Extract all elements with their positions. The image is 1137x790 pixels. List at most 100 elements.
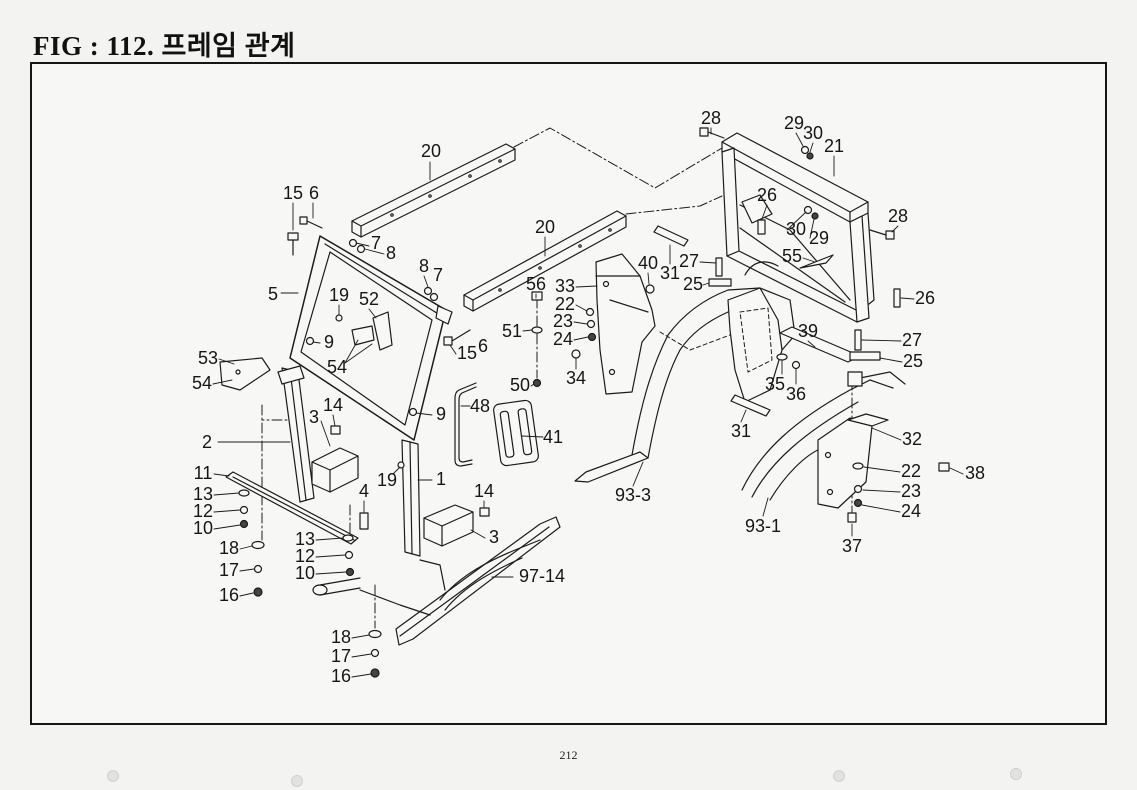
left-post-part-2 [277, 365, 315, 503]
callout-label: 27 [679, 251, 699, 271]
fasteners [238, 127, 950, 678]
callout-label: 30 [786, 219, 806, 239]
callout-label: 39 [798, 321, 818, 341]
handle-part-48 [454, 382, 477, 467]
callout-label: 24 [901, 501, 921, 521]
callout-label: 30 [803, 123, 823, 143]
callout-label: 9 [436, 404, 446, 424]
callout-label: 52 [359, 289, 379, 309]
right-post-part-1 [401, 439, 421, 557]
figure-title: FIG : 112. 프레임 관계 [33, 31, 296, 61]
punch-hole-mark [1010, 768, 1022, 780]
leader-lines [212, 127, 964, 678]
callout-label: 20 [535, 217, 555, 237]
figure-frame [30, 62, 1107, 725]
callout-label: 8 [419, 256, 429, 276]
callout-label: 56 [526, 274, 546, 294]
callout-label: 20 [421, 141, 441, 161]
callout-label: 28 [701, 108, 721, 128]
callout-label: 9 [324, 332, 334, 352]
callout-label: 25 [903, 351, 923, 371]
callout-label: 7 [371, 233, 381, 253]
callout-label: 15 [283, 183, 303, 203]
callout-label: 8 [386, 243, 396, 263]
callout-label: 22 [555, 294, 575, 314]
callout-label: 26 [915, 288, 935, 308]
callout-label: 14 [474, 481, 494, 501]
callout-label: 3 [489, 527, 499, 547]
callout-label: 50 [510, 375, 530, 395]
callout-label: 16 [331, 666, 351, 686]
punch-hole-mark [107, 770, 119, 782]
rear-frame-part-21 [721, 132, 875, 323]
callout-label: 93-3 [615, 485, 651, 505]
callout-label: 2 [202, 432, 212, 452]
callout-label: 36 [786, 384, 806, 404]
callout-label: 10 [295, 563, 315, 583]
callout-label: 54 [192, 373, 212, 393]
mount-bracket-part-3-left [311, 447, 359, 493]
base-frame-part-97-14 [312, 516, 561, 646]
side-bracket-part-53 [219, 357, 271, 391]
callout-label: 26 [757, 185, 777, 205]
right-fender-part-93-1 [741, 371, 906, 501]
callout-label: 93-1 [745, 516, 781, 536]
callout-label: 38 [965, 463, 985, 483]
callout-label: 1 [436, 469, 446, 489]
callout-label: 31 [660, 263, 680, 283]
callout-label: 12 [295, 546, 315, 566]
callout-label: 32 [902, 429, 922, 449]
callout-label: 24 [553, 329, 573, 349]
fender-bracket-part-32 [817, 413, 889, 509]
grille-part-41 [493, 399, 539, 467]
left-fender-part-93-3 [574, 287, 796, 483]
callout-label: 29 [784, 113, 804, 133]
mount-bracket-part-3-right [423, 504, 474, 547]
callout-label: 18 [219, 538, 239, 558]
callout-label: 55 [782, 246, 802, 266]
callout-label: 17 [331, 646, 351, 666]
callout-label: 34 [566, 368, 586, 388]
callout-label: 22 [901, 461, 921, 481]
callout-label: 35 [765, 374, 785, 394]
callout-label: 51 [502, 321, 522, 341]
punch-hole-mark [291, 775, 303, 787]
callout-label: 17 [219, 560, 239, 580]
fender-bracket-part-33 [595, 253, 656, 395]
callout-label: 27 [902, 330, 922, 350]
callout-label: 18 [331, 627, 351, 647]
callout-label: 19 [329, 285, 349, 305]
callout-label: 4 [359, 481, 369, 501]
callout-label: 7 [433, 265, 443, 285]
callout-label: 40 [638, 253, 658, 273]
callout-label: 6 [478, 336, 488, 356]
callout-label: 25 [683, 274, 703, 294]
callout-label: 11 [194, 463, 213, 483]
callout-label: 21 [824, 136, 844, 156]
punch-hole-mark [833, 770, 845, 782]
floor-plate-part-11 [225, 471, 359, 545]
callout-label: 6 [309, 183, 319, 203]
page-number: 212 [559, 748, 578, 762]
callout-label: 12 [193, 501, 213, 521]
callout-label: 3 [309, 407, 319, 427]
callout-label: 16 [219, 585, 239, 605]
callout-label: 31 [731, 421, 751, 441]
callout-label: 37 [842, 536, 862, 556]
callout-label: 33 [555, 276, 575, 296]
callout-label: 97-14 [519, 566, 565, 586]
callout-label: 53 [198, 348, 218, 368]
callout-label: 10 [193, 518, 213, 538]
callout-label: 14 [323, 395, 343, 415]
callout-label: 23 [553, 311, 573, 331]
front-frame-part-5 [289, 235, 453, 441]
callout-numbers: 20 15 6 7 8 5 19 52 8 7 20 56 51 15 6 9 … [192, 108, 985, 686]
lower-beam-part-20 [463, 210, 627, 312]
callout-label: 5 [268, 284, 278, 304]
callout-label: 48 [470, 396, 490, 416]
callout-label: 54 [327, 357, 347, 377]
hardware-small-parts [359, 225, 901, 530]
callout-label: 19 [377, 470, 397, 490]
callout-label: 13 [193, 484, 213, 504]
